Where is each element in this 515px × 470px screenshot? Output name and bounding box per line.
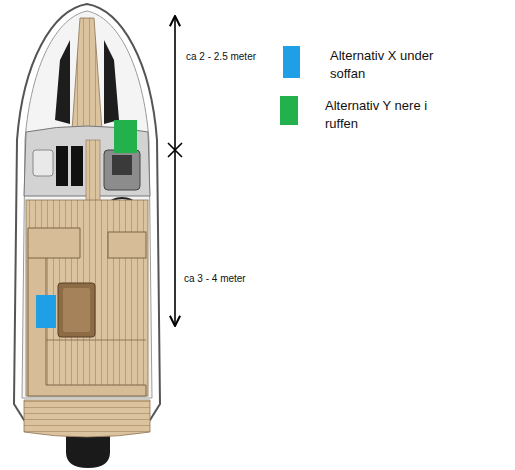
- cockpit-floor: [26, 200, 148, 396]
- seat: [56, 146, 68, 186]
- table-top: [63, 288, 90, 332]
- dimension-label: ca 2 - 2.5 meter: [186, 51, 256, 63]
- helm-console: [104, 150, 140, 190]
- foredeck-teak: [72, 18, 102, 130]
- seat: [71, 146, 83, 186]
- placement-marker: [114, 120, 137, 153]
- deck-edge: [22, 11, 152, 398]
- sink: [33, 150, 53, 176]
- sun-cushion: [55, 40, 70, 124]
- hull: [14, 4, 160, 420]
- sofa: [28, 228, 146, 396]
- legend-label: Alternativ X under soffan: [330, 47, 454, 83]
- walkway: [86, 140, 100, 210]
- dimension-arrow: [174, 150, 176, 326]
- legend-swatch: [280, 96, 298, 125]
- dimension-arrow: [174, 16, 176, 150]
- dimension-label: ca 3 - 4 meter: [184, 273, 246, 285]
- cross-mark: [168, 143, 182, 157]
- instrument-panel: [112, 155, 132, 175]
- legend-swatch: [283, 46, 300, 78]
- sun-cushion: [104, 40, 119, 124]
- seat-cushion: [108, 232, 146, 258]
- placement-marker: [36, 295, 56, 328]
- swim-platform: [24, 400, 150, 437]
- table: [58, 283, 95, 337]
- legend-label: Alternativ Y nere i ruffen: [325, 97, 449, 133]
